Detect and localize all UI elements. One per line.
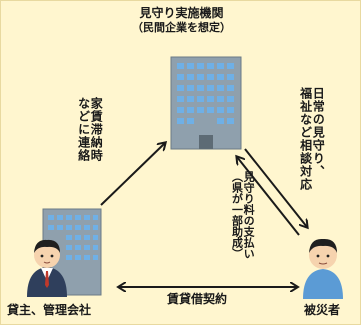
victim-label: 被災者 [304, 303, 341, 317]
payment-link-label: 見守り料の支払い （県が一部助成） [230, 171, 256, 259]
lease-contract-label: 賃貸借契約 [167, 292, 228, 306]
left-link-label: 家賃滞納時 などに連絡 [76, 97, 104, 162]
arrow-landlord-to-center [100, 143, 165, 206]
right-link-label: 日常の見守り、 福祉など相談対応 [298, 87, 326, 191]
landlord-person-icon [27, 239, 67, 297]
center-title: 見守り実施機関 [139, 6, 224, 20]
arrow-victim-to-center [237, 157, 300, 236]
center-building-icon [170, 56, 242, 150]
victim-person-icon [303, 238, 343, 299]
landlord-label: 貸主、管理会社 [7, 303, 92, 317]
arrow-center-to-victim [244, 148, 307, 227]
center-subtitle: （民間企業を想定） [132, 21, 231, 34]
